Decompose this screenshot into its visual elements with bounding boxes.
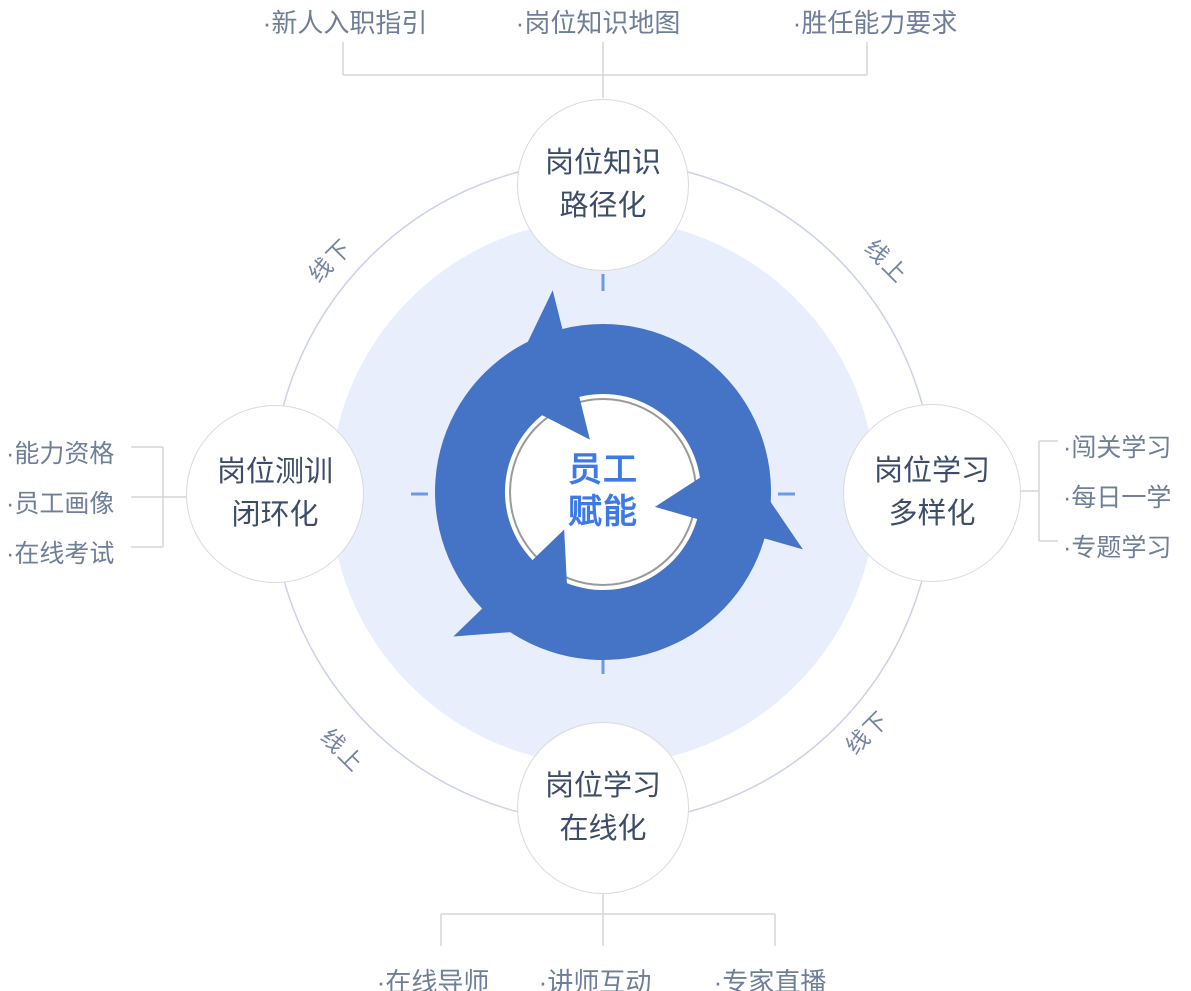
cycle-arrow-bottom-left <box>435 338 570 637</box>
item-bottom-2: ·讲师互动 <box>538 967 652 991</box>
node-left-line1: 岗位测训 <box>216 456 333 488</box>
node-bottom: 岗位学习 在线化 <box>517 722 689 894</box>
item-left-3: ·在线考试 <box>6 540 115 568</box>
node-right-line1: 岗位学习 <box>873 455 990 487</box>
node-top: 岗位知识 路径化 <box>517 99 689 271</box>
node-top-line1: 岗位知识 <box>544 147 661 179</box>
node-left: 岗位测训 闭环化 <box>186 405 364 583</box>
cycle-arrow-top <box>502 290 772 510</box>
item-left-1: ·能力资格 <box>6 440 115 468</box>
item-top-3: ·胜任能力要求 <box>792 8 958 38</box>
node-bottom-line1: 岗位学习 <box>544 770 661 802</box>
item-left-2: ·员工画像 <box>6 490 115 518</box>
cycle-arrows <box>435 290 803 661</box>
item-bottom-3: ·专家直播 <box>713 967 827 991</box>
center-label-line2: 赋能 <box>568 493 638 531</box>
node-right-line2: 多样化 <box>888 498 976 530</box>
item-right-3: ·专题学习 <box>1063 534 1172 562</box>
center-label-line1: 员工 <box>568 451 638 489</box>
item-right-1: ·闯关学习 <box>1063 434 1172 462</box>
center-label: 员工 赋能 <box>503 449 703 533</box>
item-top-1: ·新人入职指引 <box>262 8 428 38</box>
node-left-line2: 闭环化 <box>231 499 319 531</box>
item-right-2: ·每日一学 <box>1063 484 1172 512</box>
node-right: 岗位学习 多样化 <box>843 404 1021 582</box>
node-top-line2: 路径化 <box>559 190 647 222</box>
node-bottom-line2: 在线化 <box>559 813 647 845</box>
item-bottom-1: ·在线导师 <box>376 967 490 991</box>
item-top-2: ·岗位知识地图 <box>515 8 681 38</box>
cycle-arrow-right <box>504 453 803 661</box>
